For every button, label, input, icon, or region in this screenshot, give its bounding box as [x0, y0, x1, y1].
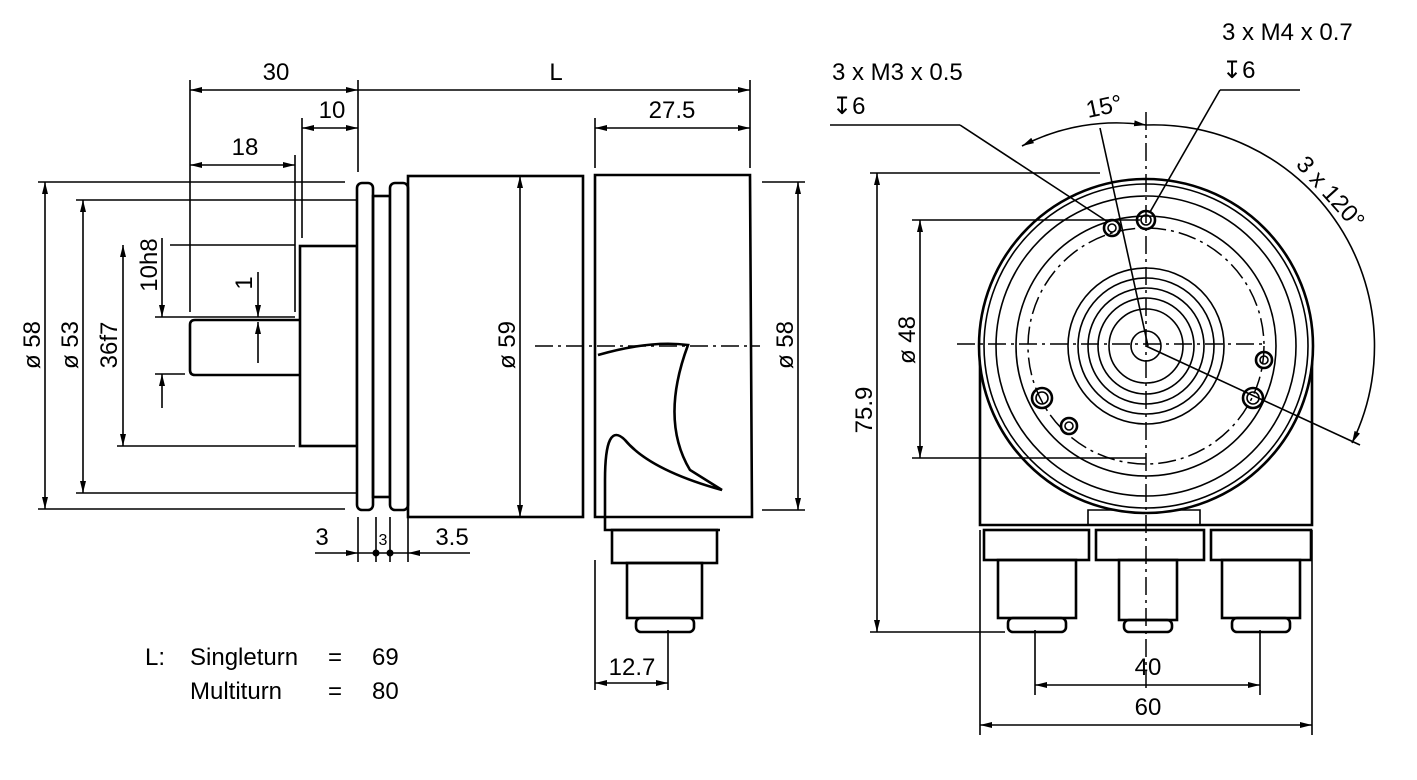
m4-callout-thread: 3 x M4 x 0.7: [1222, 19, 1353, 46]
shaft-collar: [298, 244, 359, 448]
groove: [371, 194, 392, 499]
legend-label: Multiturn: [190, 678, 282, 705]
connectors: [982, 528, 1313, 634]
flange-ring: [355, 181, 375, 512]
dim-36f7: 36f7: [96, 322, 123, 369]
legend-value: 80: [372, 678, 399, 705]
dim-dia48: ø 48: [894, 316, 921, 364]
dim-dia59: ø 59: [494, 321, 521, 369]
legend-label: Singleturn: [190, 644, 298, 671]
connector-housing: [597, 342, 723, 532]
legend-value: 69: [372, 644, 399, 671]
dim-3b: 3: [379, 532, 388, 549]
dim-60: 60: [1135, 694, 1162, 721]
dim-12-7: 12.7: [609, 654, 656, 681]
dim-18: 18: [232, 134, 259, 161]
connector-nut: [610, 528, 719, 565]
dim-dia58-right: ø 58: [772, 321, 799, 369]
dim-75-9: 75.9: [851, 387, 878, 434]
m3-callout-thread: 3 x M3 x 0.5: [832, 59, 963, 86]
dim-10: 10: [319, 97, 346, 124]
dim-dia53: ø 53: [57, 321, 84, 369]
dim-dia58-left: ø 58: [19, 321, 46, 369]
dim-1: 1: [231, 276, 258, 289]
dim-L: L: [549, 59, 562, 86]
front-view: 3 x M3 x 0.5 ↧6 3 x M4 x 0.7 ↧6 15° 3 x …: [830, 19, 1376, 735]
connector-pin: [634, 616, 696, 634]
legend-prefix: L:: [145, 644, 165, 671]
m3-callout-depth: ↧6: [832, 93, 865, 120]
shaft: [188, 318, 300, 377]
legend-eq: =: [328, 678, 342, 705]
bolt-circle: [1027, 227, 1265, 465]
side-view: 30 L 10 27.5 18 ø 58 ø 53 36f7 10h8 1 ø …: [19, 59, 805, 690]
rear-cap: [593, 173, 754, 519]
flange-ring-2: [388, 181, 410, 512]
legend-eq: =: [328, 644, 342, 671]
dim-3-5: 3.5: [435, 524, 468, 551]
dim-30: 30: [263, 59, 290, 86]
length-legend: L: Singleturn = 69 Multiturn = 80: [145, 644, 399, 705]
dim-40: 40: [1135, 654, 1162, 681]
connector-body: [625, 561, 704, 620]
angle-15: 15°: [1084, 90, 1125, 124]
angle-3x120: 3 x 120°: [1291, 151, 1370, 235]
m4-callout-depth: ↧6: [1222, 57, 1255, 84]
dim-27-5: 27.5: [649, 97, 696, 124]
dim-10h8: 10h8: [136, 238, 163, 291]
dim-3a: 3: [315, 524, 328, 551]
